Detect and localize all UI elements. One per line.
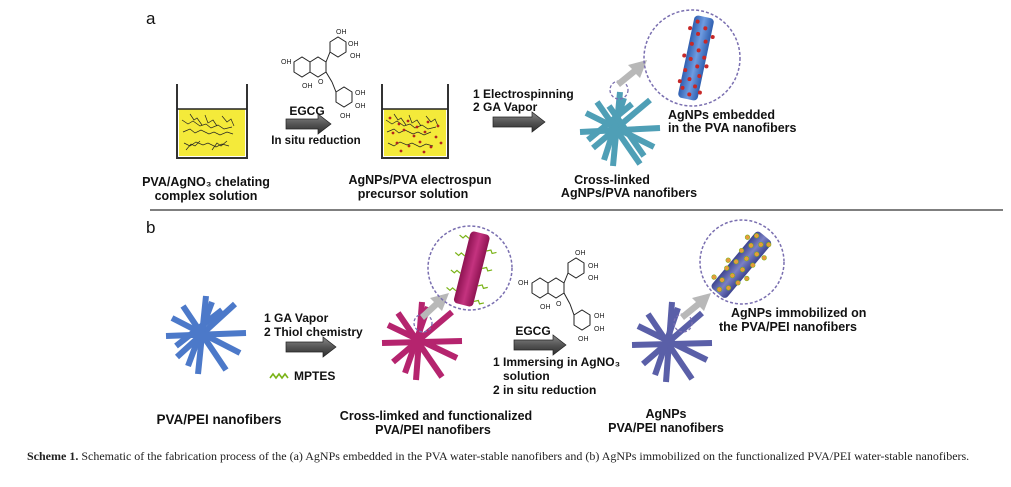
egcg-b-oh-3: OH [588,275,599,282]
egcg-b-oh-5: OH [540,304,551,311]
arrow-1-a [285,113,332,135]
zoom-circle-b-end [699,219,785,305]
zoom-circle-a [643,9,741,107]
egcg-a-oh-5: OH [302,83,313,90]
egcg-a-oh-8: OH [340,113,351,120]
egcg-structure-b [531,257,591,331]
zoom-fiber-a [677,15,715,101]
egcg-b-oh-7: OH [594,326,605,333]
zoom-arrow-a [616,60,647,87]
zoom-fiber-b-mid [446,231,497,307]
arrow-2-b [513,334,567,356]
caption-prefix: Scheme 1. [27,449,79,463]
arrow-1-a-bottom-label: In situ reduction [271,135,360,147]
arrow-2-b-label-line1: 1 Immersing in AgNO₃ [493,355,620,369]
egcg-b-oh-6: OH [594,313,605,320]
start-b-label: PVA/PEI nanofibers [156,412,281,427]
arrow-2-a-label-line1: 1 Electrospinning [473,87,574,101]
zoom-a-label-line2: in the PVA nanofibers [668,121,797,135]
mptes-icon [269,372,289,380]
arrow-2-a-label-line2: 2 GA Vapor [473,100,538,114]
arrow-1-b-label-line1: 1 GA Vapor [264,311,329,325]
panel-label-a: a [146,9,156,28]
fiber-a-label-line1: Cross-linked [574,173,650,187]
egcg-b-oh-2: OH [588,263,599,270]
egcg-a-oh-4: OH [281,59,292,66]
egcg-a-oh-3: OH [350,53,361,60]
egcg-a-oh-1: OH [336,29,347,36]
zoom-a-label-line1: AgNPs embedded [668,108,775,122]
egcg-b-o-1: O [556,301,562,308]
zoom-b-label-line1: AgNPs immobilized on [731,306,866,320]
arrow-2-a [492,111,546,133]
arrow-2-b-top-label: EGCG [515,324,550,338]
egcg-a-oh-7: OH [355,103,366,110]
zoom-fiber-b-end [711,231,772,298]
end-b-label-line2: PVA/PEI nanofibers [608,421,724,435]
end-b-label-line1: AgNPs [646,407,687,421]
arrow-1-b [285,336,337,358]
arrow-1-b-label-line2: 2 Thiol chemistry [264,325,363,339]
panel-label-b: b [146,218,155,237]
mptes-label: MPTES [294,369,335,383]
fiber-a-label-line2: AgNPs/PVA nanofibers [561,186,697,200]
zoom-circle-b-mid [427,225,513,311]
egcg-structure-a [293,36,353,108]
caption-text: Schematic of the fabrication process of … [81,449,970,463]
fiber-mesh-b-start [165,295,247,375]
fiber-mesh-a [579,91,661,167]
beaker-1-label-line2: complex solution [155,189,258,203]
egcg-b-oh-4: OH [518,280,529,287]
mid-b-label-line2: PVA/PEI nanofibers [375,423,491,437]
beaker-2-label-line1: AgNPs/PVA electrospun [348,173,491,187]
zoom-b-label-line2: the PVA/PEI nanofibers [719,320,857,334]
scheme-caption: Scheme 1. Schematic of the fabrication p… [27,449,997,464]
egcg-a-oh-2: OH [348,41,359,48]
egcg-b-oh-8: OH [578,336,589,343]
beaker-2 [381,84,449,159]
arrow-2-b-label-line2: solution [503,369,550,383]
egcg-a-oh-6: OH [355,90,366,97]
egcg-a-o-1: O [318,79,324,86]
mid-b-label-line1: Cross-limked and functionalized [340,409,532,423]
egcg-b-oh-1: OH [575,250,586,257]
beaker-2-label-line2: precursor solution [358,187,468,201]
fiber-mesh-b-end [631,301,713,383]
arrow-2-b-label-line3: 2 in situ reduction [493,383,596,397]
beaker-1 [176,84,248,159]
beaker-1-label-line1: PVA/AgNO₃ chelating [142,175,270,189]
arrow-1-a-top-label: EGCG [289,104,324,118]
zoom-arrow-b-end [680,293,711,320]
